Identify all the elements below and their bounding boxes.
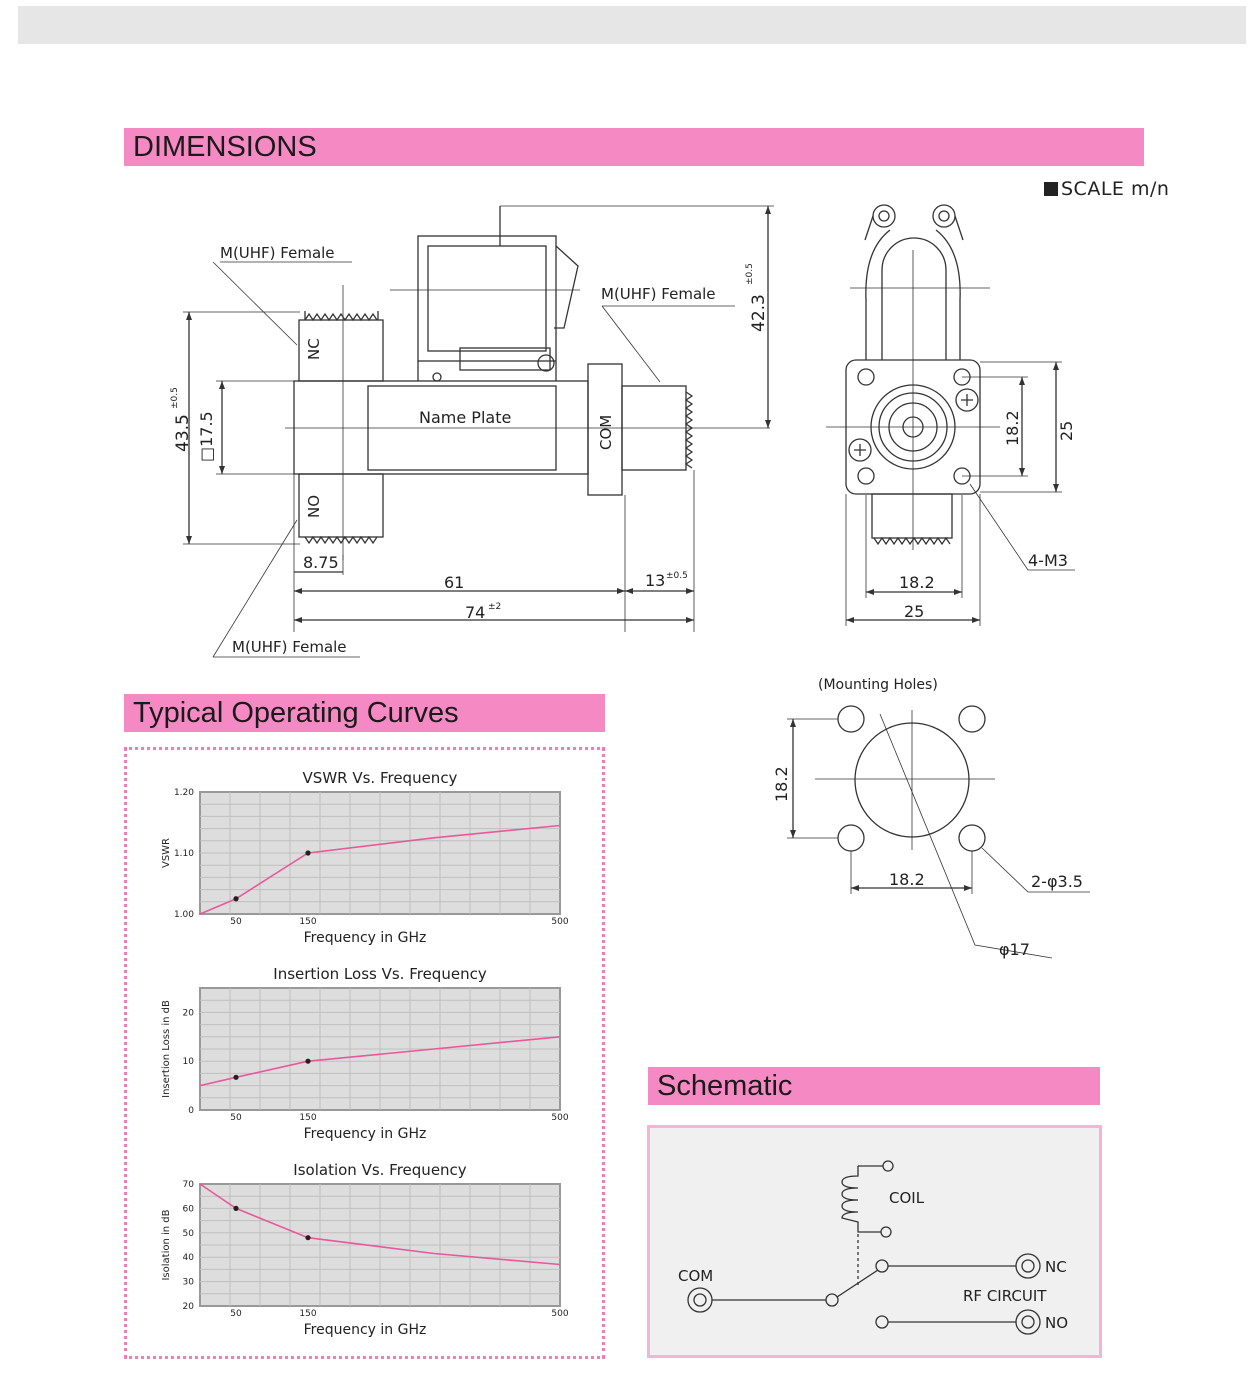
chart3-ytick: 70 [183, 1180, 195, 1190]
label-no: NO [305, 495, 323, 518]
schematic-panel [647, 1125, 1102, 1358]
chart2-xlabel: Frequency in GHz [304, 1126, 427, 1142]
chart2-data-point [233, 1074, 239, 1080]
mounting-title: (Mounting Holes) [818, 677, 938, 693]
chart1-ylabel: VSWR [161, 838, 172, 868]
chart2-ytick: 10 [183, 1057, 195, 1067]
chart2-xtick: 150 [299, 1113, 316, 1123]
chart3-xtick: 50 [230, 1309, 242, 1319]
dim-13-tol: ±0.5 [666, 571, 688, 581]
coil-icon [841, 1166, 886, 1233]
schem-nc-label: NC [1045, 1258, 1067, 1276]
schem-com-label: COM [678, 1267, 713, 1285]
label-uhf-top: M(UHF) Female [220, 244, 335, 262]
square-bullet-icon [1044, 182, 1058, 196]
dim-42-3-tol: ±0.5 [745, 263, 755, 285]
label-name-plate: Name Plate [419, 408, 511, 427]
mount-hole-tr [958, 705, 986, 733]
label-4-m3: 4-M3 [1028, 551, 1068, 570]
dim-61: 61 [444, 573, 464, 592]
schem-coil-label: COIL [889, 1189, 925, 1207]
chart1-xlabel: Frequency in GHz [304, 930, 427, 946]
chart2-title: Insertion Loss Vs. Frequency [273, 965, 487, 983]
chart1-title: VSWR Vs. Frequency [303, 769, 458, 787]
curves-panel [124, 747, 605, 1359]
mount-holes-label: 2-φ3.5 [1031, 872, 1083, 891]
mount-dim-vertical: 18.2 [772, 766, 791, 802]
chart1-data-point [305, 850, 311, 856]
scale-label: SCALE m/n [1061, 178, 1170, 200]
chart3-xtick: 150 [299, 1309, 316, 1319]
chart3-xlabel: Frequency in GHz [304, 1322, 427, 1338]
dim-17-5: □17.5 [197, 411, 216, 462]
dim-74: 74 [465, 603, 485, 622]
label-uhf-bottom: M(UHF) Female [232, 638, 347, 656]
dim-8-75: 8.75 [303, 553, 339, 572]
curves-header: Typical Operating Curves [124, 694, 605, 732]
dim-43-5-tol: ±0.5 [170, 387, 180, 409]
com-terminal-icon [687, 1287, 713, 1313]
chart2-ytick: 20 [183, 1008, 195, 1018]
chart3-ylabel: Isolation in dB [161, 1209, 172, 1280]
no-connector [298, 473, 384, 538]
chart1-xtick: 500 [551, 917, 568, 927]
chart3-xtick: 500 [551, 1309, 568, 1319]
dim-18-2-horizontal: 18.2 [899, 573, 935, 592]
chart2-xtick: 500 [551, 1113, 568, 1123]
nc-connector [298, 319, 384, 382]
chart2-data-point [305, 1058, 311, 1064]
label-nc: NC [305, 338, 323, 360]
label-uhf-right: M(UHF) Female [601, 285, 716, 303]
actuator [417, 235, 557, 362]
schem-rf-label: RF CIRCUIT [963, 1287, 1047, 1305]
chart3-ytick: 30 [183, 1278, 195, 1288]
schem-no-label: NO [1045, 1314, 1068, 1332]
dim-13: 13 [645, 571, 665, 590]
nc-terminal-icon [1015, 1253, 1041, 1279]
chart3-ytick: 20 [183, 1302, 195, 1312]
top-banner [18, 6, 1246, 44]
chart1-ytick: 1.00 [174, 910, 194, 920]
chart2-xtick: 50 [230, 1113, 242, 1123]
label-com: COM [597, 415, 615, 450]
chart3-ytick: 60 [183, 1204, 195, 1214]
chart1-ytick: 1.10 [174, 849, 194, 859]
dim-74-tol: ±2 [488, 602, 501, 612]
mount-dim-horizontal: 18.2 [889, 870, 925, 889]
chart3-ytick: 40 [183, 1253, 195, 1263]
dim-25-vertical: 25 [1057, 421, 1076, 441]
no-terminal-icon [1015, 1309, 1041, 1335]
schematic-header: Schematic [648, 1067, 1100, 1105]
chart3-ytick: 50 [183, 1229, 195, 1239]
dim-42-3: 42.3 [749, 294, 769, 332]
chart3-title: Isolation Vs. Frequency [293, 1161, 467, 1179]
dim-25-horizontal: 25 [904, 602, 924, 621]
chart1-xtick: 150 [299, 917, 316, 927]
chart3-data-point [233, 1205, 239, 1211]
dim-43-5: 43.5 [173, 414, 193, 452]
chart1-xtick: 50 [230, 917, 242, 927]
dim-18-2-vertical: 18.2 [1003, 410, 1022, 446]
chart1-data-point [233, 896, 239, 902]
chart1-ytick: 1.20 [174, 788, 194, 798]
scale-note: SCALE m/n [1044, 178, 1169, 200]
chart3-data-point [305, 1235, 311, 1241]
chart2-ytick: 0 [188, 1106, 194, 1116]
dimensions-header: DIMENSIONS [124, 128, 1144, 166]
chart2-ylabel: Insertion Loss in dB [161, 1000, 172, 1098]
mount-center-label: φ17 [999, 940, 1030, 959]
